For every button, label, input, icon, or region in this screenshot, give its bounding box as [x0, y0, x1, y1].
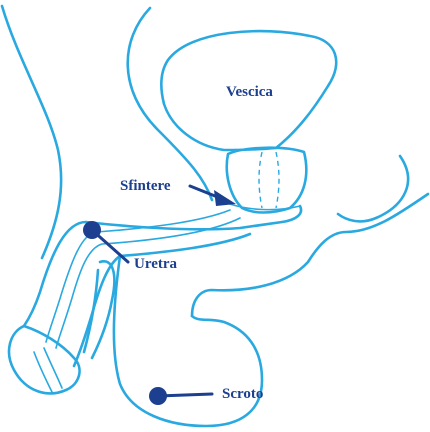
glans-outline [9, 326, 80, 393]
shaft-right-outline [92, 261, 114, 358]
label-sfintere: Sfintere [120, 178, 171, 194]
penis-lower-outline [74, 234, 250, 366]
shaft-inner-outline [84, 270, 98, 352]
label-vescica: Vescica [226, 84, 273, 100]
label-scroto: Scroto [222, 386, 263, 402]
bladder: Vescica [161, 31, 336, 150]
scroto-annotation: Scroto [149, 386, 263, 405]
buttock-outline [338, 156, 408, 221]
body-outline [2, 6, 428, 316]
penis [9, 206, 301, 393]
prostate [227, 148, 307, 213]
label-uretra: Uretra [134, 256, 178, 272]
urethra-channel-bottom [56, 218, 240, 348]
sfintere-annotation: Sfintere [120, 178, 236, 206]
urethra-inner-dashed-left [259, 152, 262, 208]
abdomen-outline [128, 8, 212, 200]
scroto-leader-line [158, 394, 212, 396]
urethra-inner-dashed-right [276, 152, 279, 208]
prostate-outline [227, 148, 307, 213]
perineum-outline [192, 194, 428, 316]
thigh-outline [2, 6, 61, 258]
